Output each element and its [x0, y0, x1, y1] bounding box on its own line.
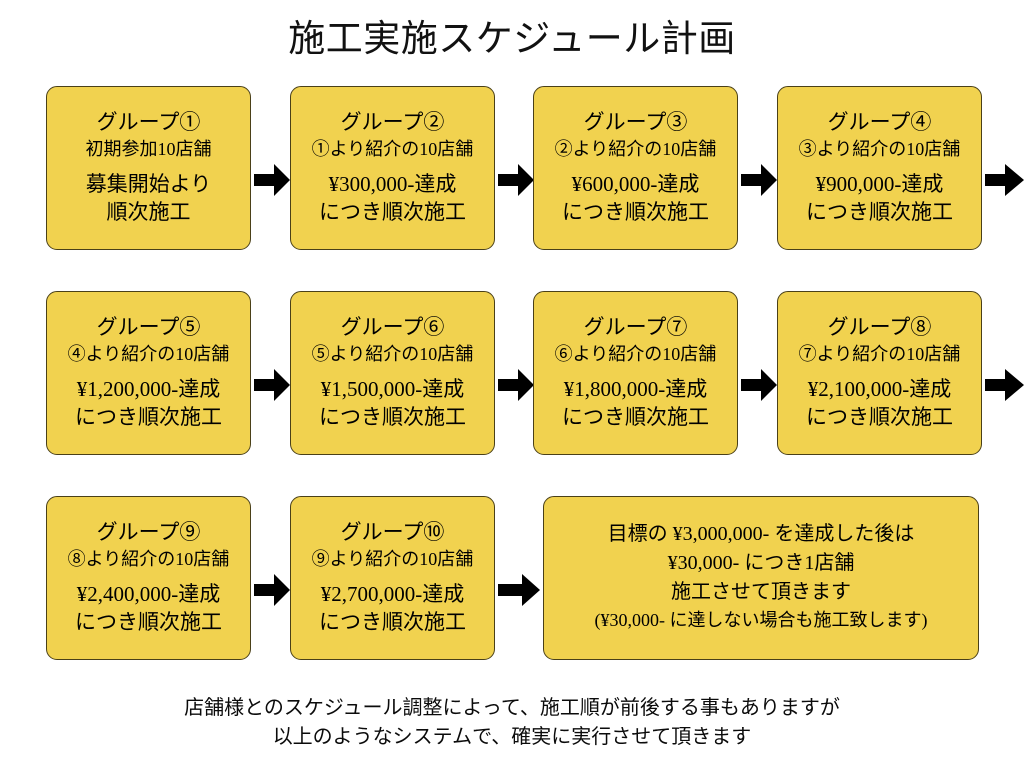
- group-box-8-tail: につき順次施工: [806, 404, 953, 429]
- group-box-5-amount: ¥1,200,000-達成: [76, 376, 221, 401]
- footer-note-line-1: 店舗様とのスケジュール調整によって、施工順が前後する事もありますが: [184, 697, 840, 719]
- final-summary-line-1: 目標の ¥3,000,000- を達成した後は: [607, 523, 915, 545]
- flow-arrow-9-to-10: [254, 573, 290, 607]
- group-box-2-tail: につき順次施工: [319, 199, 466, 224]
- final-summary-line-2: ¥30,000- につき1店舗: [667, 552, 855, 574]
- final-summary-box[interactable]: 目標の ¥3,000,000- を達成した後は ¥30,000- につき1店舗 …: [543, 496, 979, 660]
- flow-arrow-3-to-4: [741, 163, 777, 197]
- group-box-9[interactable]: グループ⑨ ⑧より紹介の10店舗 ¥2,400,000-達成 につき順次施工: [46, 496, 251, 660]
- group-box-2-subtitle: ①より紹介の10店舗: [311, 138, 474, 159]
- footer-note-line-2: 以上のようなシステムで、確実に実行させて頂きます: [272, 726, 752, 748]
- group-box-4-title: グループ④: [827, 109, 932, 134]
- group-box-4-tail: につき順次施工: [806, 199, 953, 224]
- flow-arrow-row1-continue: [985, 163, 1024, 197]
- group-box-1[interactable]: グループ① 初期参加10店舗 募集開始より 順次施工: [46, 86, 251, 250]
- group-box-6-title: グループ⑥: [340, 314, 445, 339]
- group-box-1-subtitle: 初期参加10店舗: [85, 138, 212, 159]
- group-box-6-amount: ¥1,500,000-達成: [320, 376, 465, 401]
- group-box-8-subtitle: ⑦より紹介の10店舗: [798, 343, 961, 364]
- group-box-3[interactable]: グループ③ ②より紹介の10店舗 ¥600,000-達成 につき順次施工: [533, 86, 738, 250]
- flow-arrow-6-to-7: [498, 368, 534, 402]
- group-box-2-amount: ¥300,000-達成: [328, 171, 457, 196]
- group-box-9-title: グループ⑨: [96, 519, 201, 544]
- group-box-8-title: グループ⑧: [827, 314, 932, 339]
- group-box-2[interactable]: グループ② ①より紹介の10店舗 ¥300,000-達成 につき順次施工: [290, 86, 495, 250]
- group-box-3-amount: ¥600,000-達成: [571, 171, 700, 196]
- flow-arrow-row2-continue: [985, 368, 1024, 402]
- group-box-10-tail: につき順次施工: [319, 609, 466, 634]
- final-summary-line-3: 施工させて頂きます: [671, 581, 851, 603]
- group-box-3-subtitle: ②より紹介の10店舗: [554, 138, 717, 159]
- group-box-7-subtitle: ⑥より紹介の10店舗: [554, 343, 717, 364]
- group-box-10[interactable]: グループ⑩ ⑨より紹介の10店舗 ¥2,700,000-達成 につき順次施工: [290, 496, 495, 660]
- group-box-7[interactable]: グループ⑦ ⑥より紹介の10店舗 ¥1,800,000-達成 につき順次施工: [533, 291, 738, 455]
- group-box-1-tail: 順次施工: [106, 199, 191, 224]
- flow-arrow-10-to-final: [498, 573, 540, 607]
- group-box-7-tail: につき順次施工: [562, 404, 709, 429]
- group-box-7-title: グループ⑦: [583, 314, 688, 339]
- group-box-8-amount: ¥2,100,000-達成: [807, 376, 952, 401]
- group-box-4-amount: ¥900,000-達成: [815, 171, 944, 196]
- group-box-9-subtitle: ⑧より紹介の10店舗: [67, 548, 230, 569]
- group-box-5[interactable]: グループ⑤ ④より紹介の10店舗 ¥1,200,000-達成 につき順次施工: [46, 291, 251, 455]
- flow-arrow-2-to-3: [498, 163, 534, 197]
- group-box-10-title: グループ⑩: [340, 519, 445, 544]
- group-box-2-title: グループ②: [340, 109, 445, 134]
- group-box-6-tail: につき順次施工: [319, 404, 466, 429]
- group-box-5-title: グループ⑤: [96, 314, 201, 339]
- group-box-10-amount: ¥2,700,000-達成: [320, 581, 465, 606]
- group-box-3-tail: につき順次施工: [562, 199, 709, 224]
- group-box-3-title: グループ③: [583, 109, 688, 134]
- flow-arrow-5-to-6: [254, 368, 290, 402]
- group-box-6[interactable]: グループ⑥ ⑤より紹介の10店舗 ¥1,500,000-達成 につき順次施工: [290, 291, 495, 455]
- final-summary-line-4: (¥30,000- に達しない場合も施工致します): [594, 610, 928, 630]
- page-title: 施工実施スケジュール計画: [288, 19, 736, 60]
- group-box-6-subtitle: ⑤より紹介の10店舗: [311, 343, 474, 364]
- flow-arrow-1-to-2: [254, 163, 290, 197]
- group-box-9-amount: ¥2,400,000-達成: [76, 581, 221, 606]
- flow-arrow-7-to-8: [741, 368, 777, 402]
- group-box-10-subtitle: ⑨より紹介の10店舗: [311, 548, 474, 569]
- group-box-4-subtitle: ③より紹介の10店舗: [798, 138, 961, 159]
- group-box-9-tail: につき順次施工: [75, 609, 222, 634]
- group-box-5-subtitle: ④より紹介の10店舗: [67, 343, 230, 364]
- group-box-1-title: グループ①: [96, 109, 201, 134]
- group-box-4[interactable]: グループ④ ③より紹介の10店舗 ¥900,000-達成 につき順次施工: [777, 86, 982, 250]
- footer-note: 店舗様とのスケジュール調整によって、施工順が前後する事もありますが 以上のような…: [0, 694, 1024, 752]
- group-box-1-amount: 募集開始より: [85, 171, 212, 196]
- group-box-7-amount: ¥1,800,000-達成: [563, 376, 708, 401]
- group-box-8[interactable]: グループ⑧ ⑦より紹介の10店舗 ¥2,100,000-達成 につき順次施工: [777, 291, 982, 455]
- group-box-5-tail: につき順次施工: [75, 404, 222, 429]
